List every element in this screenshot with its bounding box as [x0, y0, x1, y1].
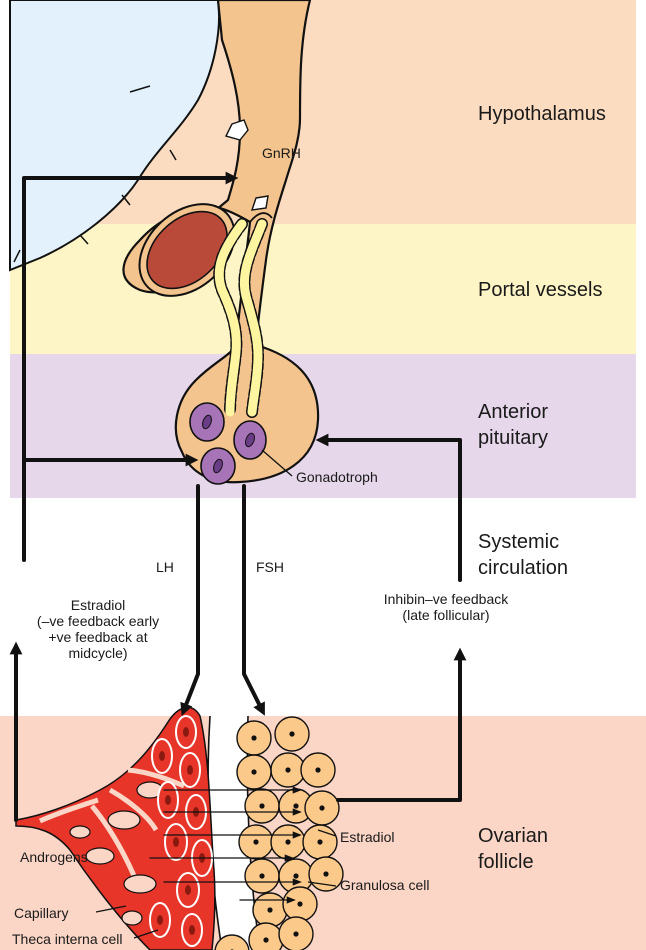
- label-androgens: Androgens: [20, 849, 88, 865]
- label-inhibin-2: (late follicular): [402, 607, 489, 623]
- granulosa-nucleus: [251, 769, 256, 774]
- label-gnrh: GnRH: [262, 145, 301, 161]
- granulosa-nucleus: [259, 873, 264, 878]
- granulosa-nucleus: [267, 907, 272, 912]
- granulosa-nucleus: [319, 805, 324, 810]
- granulosa-nucleus: [293, 873, 298, 878]
- label-theca-interna-cell: Theca interna cell: [12, 931, 123, 947]
- label-hypothalamus: Hypothalamus: [478, 103, 606, 125]
- granulosa-nucleus: [251, 735, 256, 740]
- label-inhibin-1: Inhibin–ve feedback: [384, 591, 510, 607]
- label-capillary: Capillary: [14, 905, 68, 921]
- label-fsh: FSH: [256, 559, 284, 575]
- granulosa-nucleus: [285, 767, 290, 772]
- granulosa-nucleus: [263, 937, 268, 942]
- granulosa-nucleus: [315, 767, 320, 772]
- label-systemic: Systemic: [478, 531, 559, 553]
- label-lh: LH: [156, 559, 174, 575]
- granulosa-nucleus: [289, 731, 294, 736]
- granulosa-nucleus: [293, 931, 298, 936]
- label-ovarian: Ovarian: [478, 825, 548, 847]
- label-estradiol-feedback-3: +ve feedback at: [48, 629, 147, 645]
- label-estradiol-feedback-2: (–ve feedback early: [37, 613, 159, 629]
- granulosa-nucleus: [297, 901, 302, 906]
- granulosa-nucleus: [323, 871, 328, 876]
- label-granulosa-cell: Granulosa cell: [340, 877, 430, 893]
- granulosa-nucleus: [259, 803, 264, 808]
- label-pituitary: pituitary: [478, 427, 548, 449]
- label-gonadotroph: Gonadotroph: [296, 469, 378, 485]
- label-estradiol-feedback-4: midcycle): [68, 645, 127, 661]
- label-anterior: Anterior: [478, 401, 548, 423]
- label-portal-vessels: Portal vessels: [478, 279, 603, 301]
- label-circulation: circulation: [478, 557, 568, 579]
- granulosa-cell: [249, 923, 283, 950]
- label-estradiol-feedback-1: Estradiol: [71, 597, 125, 613]
- granulosa-nucleus: [253, 839, 258, 844]
- granulosa-nucleus: [293, 803, 298, 808]
- granulosa-nucleus: [285, 839, 290, 844]
- granulosa-nucleus: [317, 839, 322, 844]
- label-follicle: follicle: [478, 851, 534, 873]
- label-estradiol: Estradiol: [340, 829, 394, 845]
